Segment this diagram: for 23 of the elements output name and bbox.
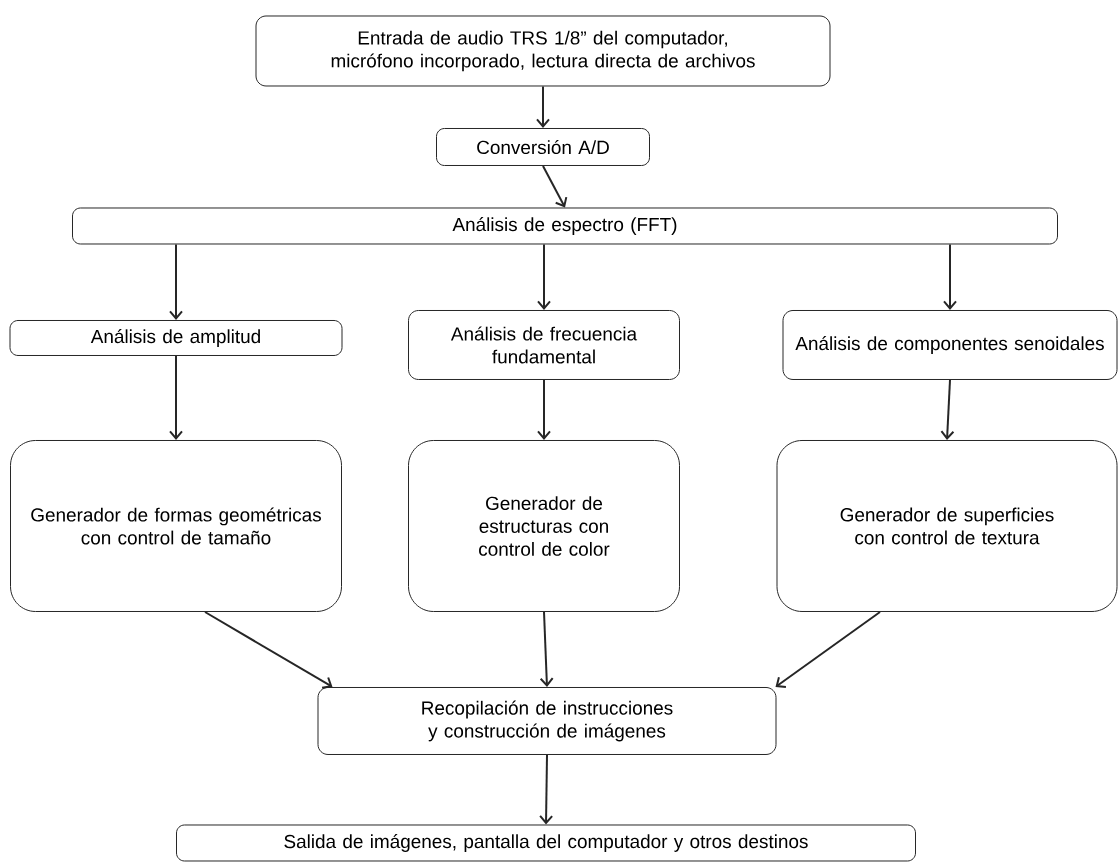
process-box: Análisis de frecuencia fundamental xyxy=(408,310,680,380)
arrow xyxy=(542,165,568,208)
process-box: Análisis de amplitud xyxy=(9,320,343,356)
arrow xyxy=(536,85,550,128)
arrow xyxy=(940,379,955,440)
arrow xyxy=(204,611,333,689)
arrow xyxy=(169,355,183,440)
process-box: Conversión A/D xyxy=(436,128,650,166)
arrow xyxy=(537,243,551,310)
process-box: Generador de formas geométricas con control de tamaño xyxy=(10,440,342,612)
arrow xyxy=(539,754,554,825)
process-box: Generador de superficies con control de textura xyxy=(776,440,1118,612)
arrow xyxy=(537,379,551,440)
arrow xyxy=(943,243,957,310)
arrow xyxy=(169,243,183,320)
process-box: Recopilación de instrucciones y construcción de imágenes xyxy=(317,687,777,755)
arrow xyxy=(775,611,881,688)
process-box: Análisis de componentes senoidales xyxy=(782,310,1118,380)
process-box: Generador de estructuras con control de color xyxy=(408,440,680,612)
process-box: Entrada de audio TRS 1/8” del computador, micrófono incorporado, lectura directa de archivos xyxy=(255,15,831,87)
process-box: Análisis de espectro (FFT) xyxy=(72,207,1058,245)
arrow xyxy=(539,611,554,687)
process-box: Salida de imágenes, pantalla del computador y otros destinos xyxy=(176,824,916,862)
